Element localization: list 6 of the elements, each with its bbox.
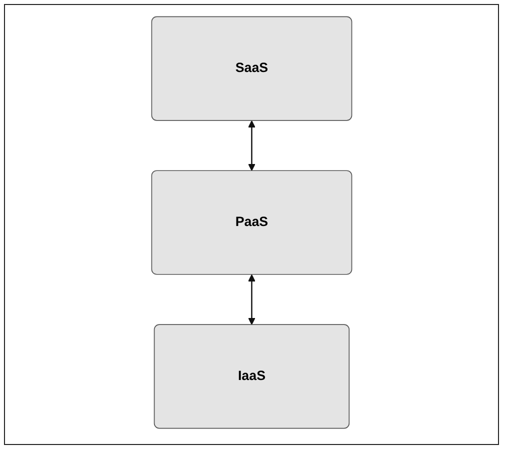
diagram-frame: SaaS PaaS IaaS (4, 4, 499, 445)
node-box (151, 16, 352, 120)
arrow (248, 120, 256, 170)
node-box (151, 170, 352, 274)
arrow (248, 274, 256, 324)
node-box (154, 324, 350, 428)
